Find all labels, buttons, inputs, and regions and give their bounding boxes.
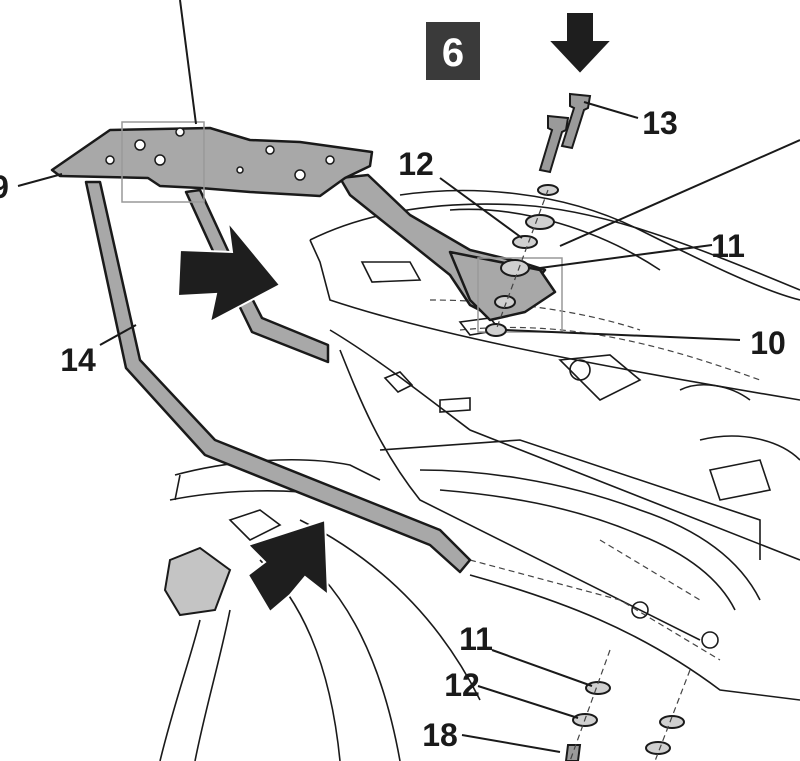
leader-lines [17,0,800,753]
callout-12-lower: 12 [444,667,480,703]
callout-labels: 9 13 12 11 10 14 11 12 18 [0,105,786,753]
top-plate-part-9 [50,126,374,198]
direction-arrows [176,11,615,614]
step-badge: 6 [426,22,480,80]
detail-frame-plate [121,121,205,203]
callout-10: 10 [750,325,786,361]
detail-frame-mount [477,257,563,333]
callout-14: 14 [60,342,96,378]
callout-11-lower: 11 [459,621,493,657]
step-number: 6 [442,31,464,75]
lower-hardware [564,649,691,761]
callout-11-upper: 11 [711,228,745,264]
arrow-down-icon [545,11,615,76]
callout-9: 9 [0,169,9,205]
arrow-right-icon [176,218,282,324]
callout-18: 18 [422,717,458,753]
motorcycle-tail-outline [159,189,800,761]
upper-hardware [485,92,592,337]
arrow-up-right-icon [246,518,330,614]
callout-13: 13 [642,105,678,141]
rack-frame-part-14 [84,173,557,574]
callout-12-upper: 12 [398,146,434,182]
